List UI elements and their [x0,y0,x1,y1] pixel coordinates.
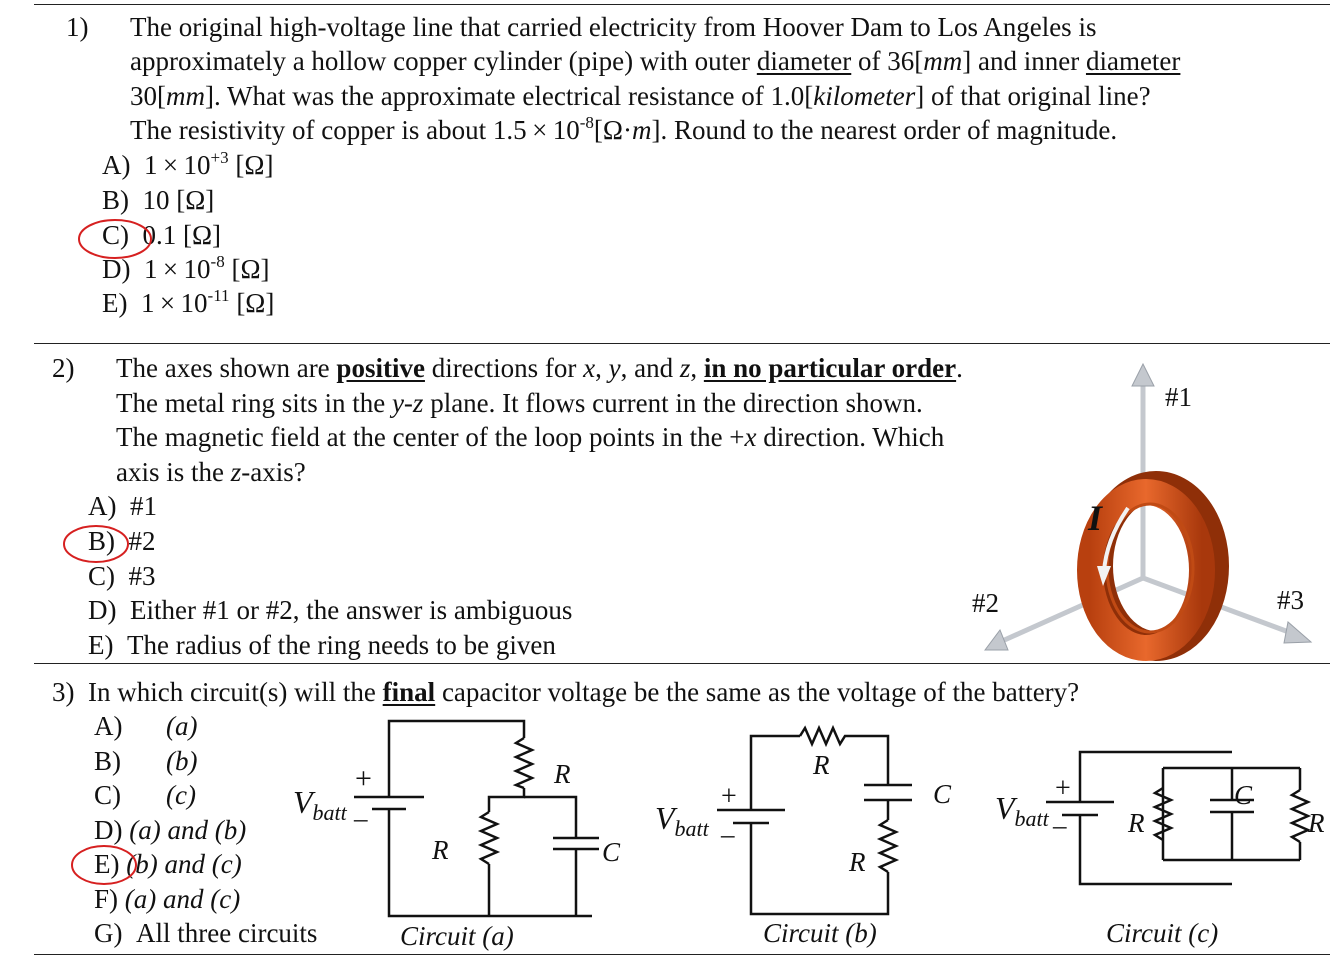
q2-line-3: The magnetic field at the center of the … [116,422,945,452]
circuit-b-minus: – [721,819,735,849]
divider-q1-q2 [34,343,1330,344]
current-direction-arrow [1102,506,1130,573]
circuit-b-vbatt: Vbatt [655,800,709,841]
q2-line-4: axis is the z-axis? [116,457,306,487]
divider-q2-q3 [34,663,1330,664]
axis-1-arrowhead [1131,362,1155,387]
q2-number: 2) [52,353,75,383]
q3-option-g[interactable]: G) All three circuits [94,918,318,948]
q2-option-a[interactable]: A) #1 [88,491,157,521]
circuit-a-plus: + [355,762,372,795]
q2-option-b[interactable]: B) #2 [88,526,156,556]
q3-option-b[interactable]: B)(b) [94,746,198,776]
circuit-b-caption: Circuit (b) [763,918,877,948]
q1-option-a[interactable]: A) 1 × 10+3 [Ω] [102,148,274,180]
circuit-a-drawing [354,719,599,918]
circuit-c-vbatt: Vbatt [995,790,1049,831]
axis-3-label: #3 [1277,585,1304,615]
q2-option-d[interactable]: D) Either #1 or #2, the answer is ambigu… [88,595,573,625]
q3-option-f[interactable]: F) (a) and (c) [94,884,241,914]
current-label: I [1088,498,1103,538]
q3-option-e[interactable]: E) (b) and (c) [94,849,242,879]
circuit-b-plus: + [721,781,737,812]
q2-line-1: The axes shown are positive directions f… [116,353,963,383]
q3-option-a[interactable]: A)(a) [94,711,198,741]
axis-3-line [1142,575,1295,637]
q2-option-e[interactable]: E) The radius of the ring needs to be gi… [88,630,556,660]
bottom-rule [34,954,1330,955]
circuit-a-vbatt: Vbatt [293,784,347,825]
q1-line-2: approximately a hollow copper cylinder (… [130,46,1181,76]
circuit-b-c: C [933,779,952,809]
axis-2-arrowhead [984,628,1009,651]
q1-option-d[interactable]: D) 1 × 10-8 [Ω] [102,252,270,284]
current-arrowhead [1097,566,1111,586]
circuit-c-caption: Circuit (c) [1106,918,1219,948]
circuit-a-minus: – [354,803,368,833]
circuit-a-caption: Circuit (a) [400,921,514,951]
q1-option-c[interactable]: C) 0.1 [Ω] [102,220,222,250]
circuit-a-r-bottom: R [432,835,449,865]
circuit-c-minus: – [1053,810,1067,840]
q3-option-c[interactable]: C)(c) [94,780,196,810]
q2-option-c[interactable]: C) #3 [88,561,156,591]
axis-3-arrowhead [1283,621,1313,644]
circuit-c-c: C [1234,780,1253,810]
q1-option-b[interactable]: B) 10 [Ω] [102,185,215,215]
circuit-b-r-top: R [813,750,830,780]
circuit-c-plus: + [1055,773,1071,804]
q3-option-d[interactable]: D) (a) and (b) [94,815,247,845]
axis-2-label: #2 [972,588,999,618]
circuit-c-r-left: R [1128,808,1145,838]
q1-line-3: 30[mm]. What was the approximate electri… [130,81,1151,111]
q1-line-4: The resistivity of copper is about 1.5 ×… [130,113,1118,145]
axis-1-label: #1 [1165,382,1192,412]
q1-line-1: The original high-voltage line that carr… [130,12,1097,42]
circuit-c-r-right: R [1308,808,1325,838]
circuit-c-drawing [1046,750,1312,886]
q1-number: 1) [66,12,89,42]
circuit-a-r-top: R [554,759,571,789]
q2-line-2: The metal ring sits in the y-z plane. It… [116,388,923,418]
metal-ring [1077,471,1229,661]
axis-2-line [998,575,1145,645]
circuit-a-c: C [602,837,621,867]
q1-option-e[interactable]: E) 1 × 10-11 [Ω] [102,286,275,318]
q3-stem: 3) In which circuit(s) will the final ca… [52,677,1080,707]
top-rule [34,4,1330,5]
circuit-b-r-bottom: R [849,847,866,877]
